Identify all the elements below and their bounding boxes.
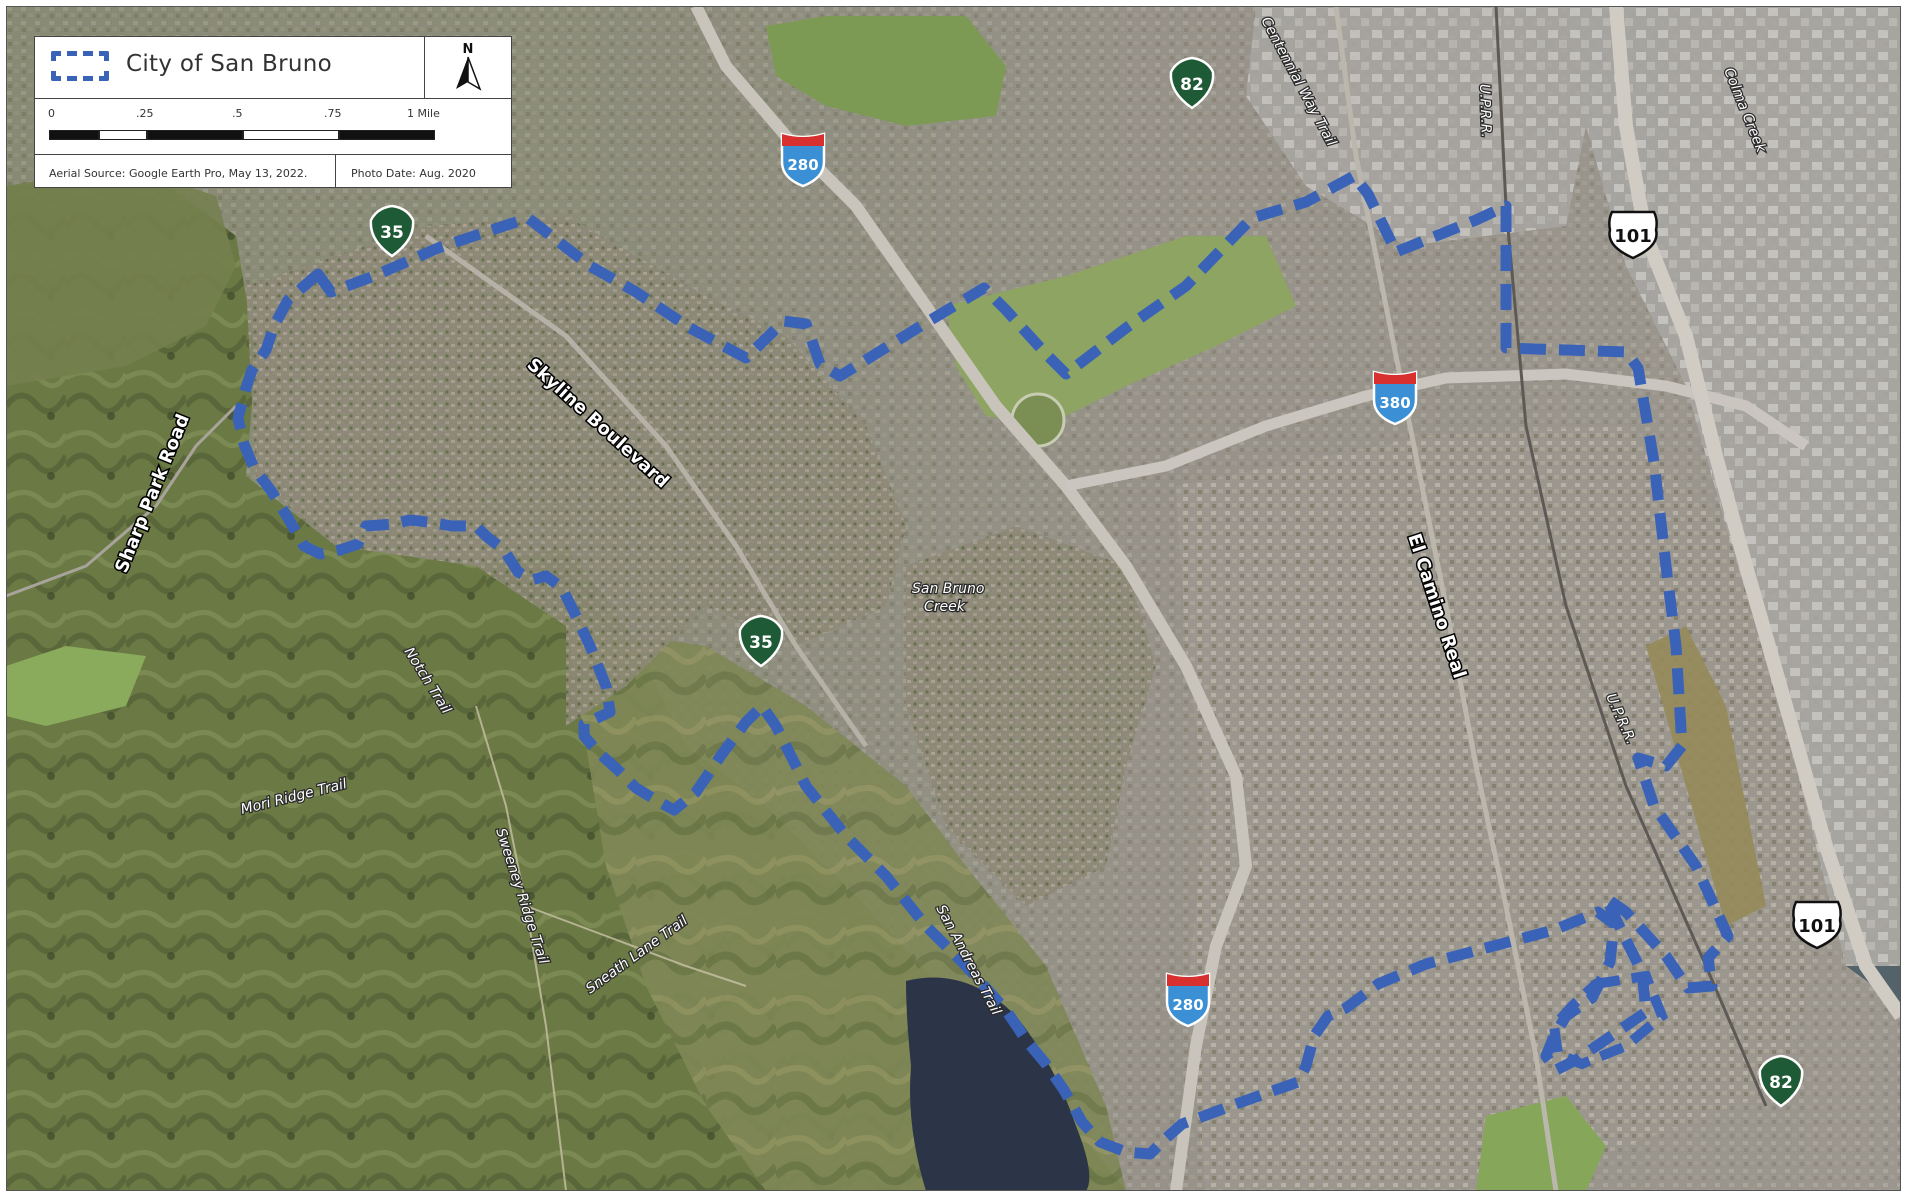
skyline-boulevard-road <box>424 233 869 748</box>
north-arrow: N <box>425 37 511 99</box>
interstate-280-shield-south: 280 <box>1165 972 1211 1028</box>
svg-text:82: 82 <box>1769 1073 1793 1093</box>
el-camino-real-road <box>1333 6 1559 1191</box>
city-boundary-loop <box>1548 970 1668 1070</box>
svg-text:101: 101 <box>1798 916 1836 937</box>
northwest-hills <box>6 166 236 386</box>
highway-380-road <box>1064 368 1810 492</box>
svg-text:San Bruno: San Bruno <box>912 581 984 597</box>
colma-creek-marsh <box>1646 626 1766 926</box>
interstate-280-shield-north: 280 <box>780 132 826 188</box>
svg-text:N: N <box>463 42 474 57</box>
svg-text:82: 82 <box>1180 75 1204 95</box>
scale-tick-025: .25 <box>136 107 154 120</box>
map-frame <box>6 6 1901 1191</box>
svg-text:280: 280 <box>1172 996 1203 1014</box>
state-82-shield-north: 82 <box>1169 56 1215 110</box>
interstate-380-shield: 380 <box>1372 370 1418 426</box>
scale-tick-075: .75 <box>324 107 342 120</box>
scale-bar: 0 .25 .5 .75 1 Mile <box>35 99 511 155</box>
scale-segment-1 <box>49 130 99 140</box>
sharp-park-road-line <box>6 404 238 598</box>
scale-tick-05: .5 <box>232 107 243 120</box>
san-andreas-lake <box>906 977 1090 1191</box>
svg-text:380: 380 <box>1379 394 1410 412</box>
legend-boundary-label: City of San Bruno <box>126 51 333 77</box>
scale-tick-0: 0 <box>48 107 55 120</box>
aerial-source-note: Aerial Source: Google Earth Pro, May 13,… <box>35 155 336 187</box>
scale-segment-2 <box>99 130 147 140</box>
svg-text:280: 280 <box>787 156 818 174</box>
label-uprr-north: U.P.R.R. <box>1475 82 1495 139</box>
aerial-map[interactable]: Skyline Boulevard Sharp Park Road Notch … <box>6 6 1901 1191</box>
svg-text:101: 101 <box>1614 226 1652 247</box>
svg-text:Creek: Creek <box>924 599 966 615</box>
scale-segment-4 <box>243 130 339 140</box>
golf-course-west <box>6 646 146 726</box>
scale-segment-3 <box>147 130 243 140</box>
us-101-shield-south: 101 <box>1792 900 1842 950</box>
label-san-bruno-creek: San Bruno Creek <box>911 580 986 617</box>
golf-course-north <box>766 16 1006 126</box>
highway-101-road <box>1609 6 1901 1021</box>
us-101-shield-north: 101 <box>1608 210 1658 260</box>
state-35-shield-north: 35 <box>369 204 415 258</box>
scale-segment-5 <box>339 130 435 140</box>
boundary-swatch <box>51 51 109 81</box>
svg-text:35: 35 <box>749 633 773 653</box>
map-legend: City of San Bruno N 0 .25 .5 .75 1 Mile … <box>34 36 512 188</box>
svg-text:U.P.R.R.: U.P.R.R. <box>1476 84 1494 139</box>
north-arrow-icon: N <box>456 42 482 91</box>
state-82-shield-south: 82 <box>1758 1054 1804 1108</box>
city-boundary <box>232 170 1734 1160</box>
golf-course-southeast <box>1476 1096 1606 1191</box>
sneath-lane-trail-path <box>525 905 747 987</box>
legend-boundary-row: City of San Bruno <box>35 37 425 99</box>
western-neighborhood <box>246 216 906 726</box>
state-35-shield-south: 35 <box>738 614 784 668</box>
scale-tick-1-mile: 1 Mile <box>407 107 440 120</box>
eastern-neighborhood <box>1176 426 1826 1191</box>
svg-text:35: 35 <box>380 223 404 243</box>
photo-date-note: Photo Date: Aug. 2020 <box>351 167 476 180</box>
central-neighborhood <box>906 526 1156 906</box>
